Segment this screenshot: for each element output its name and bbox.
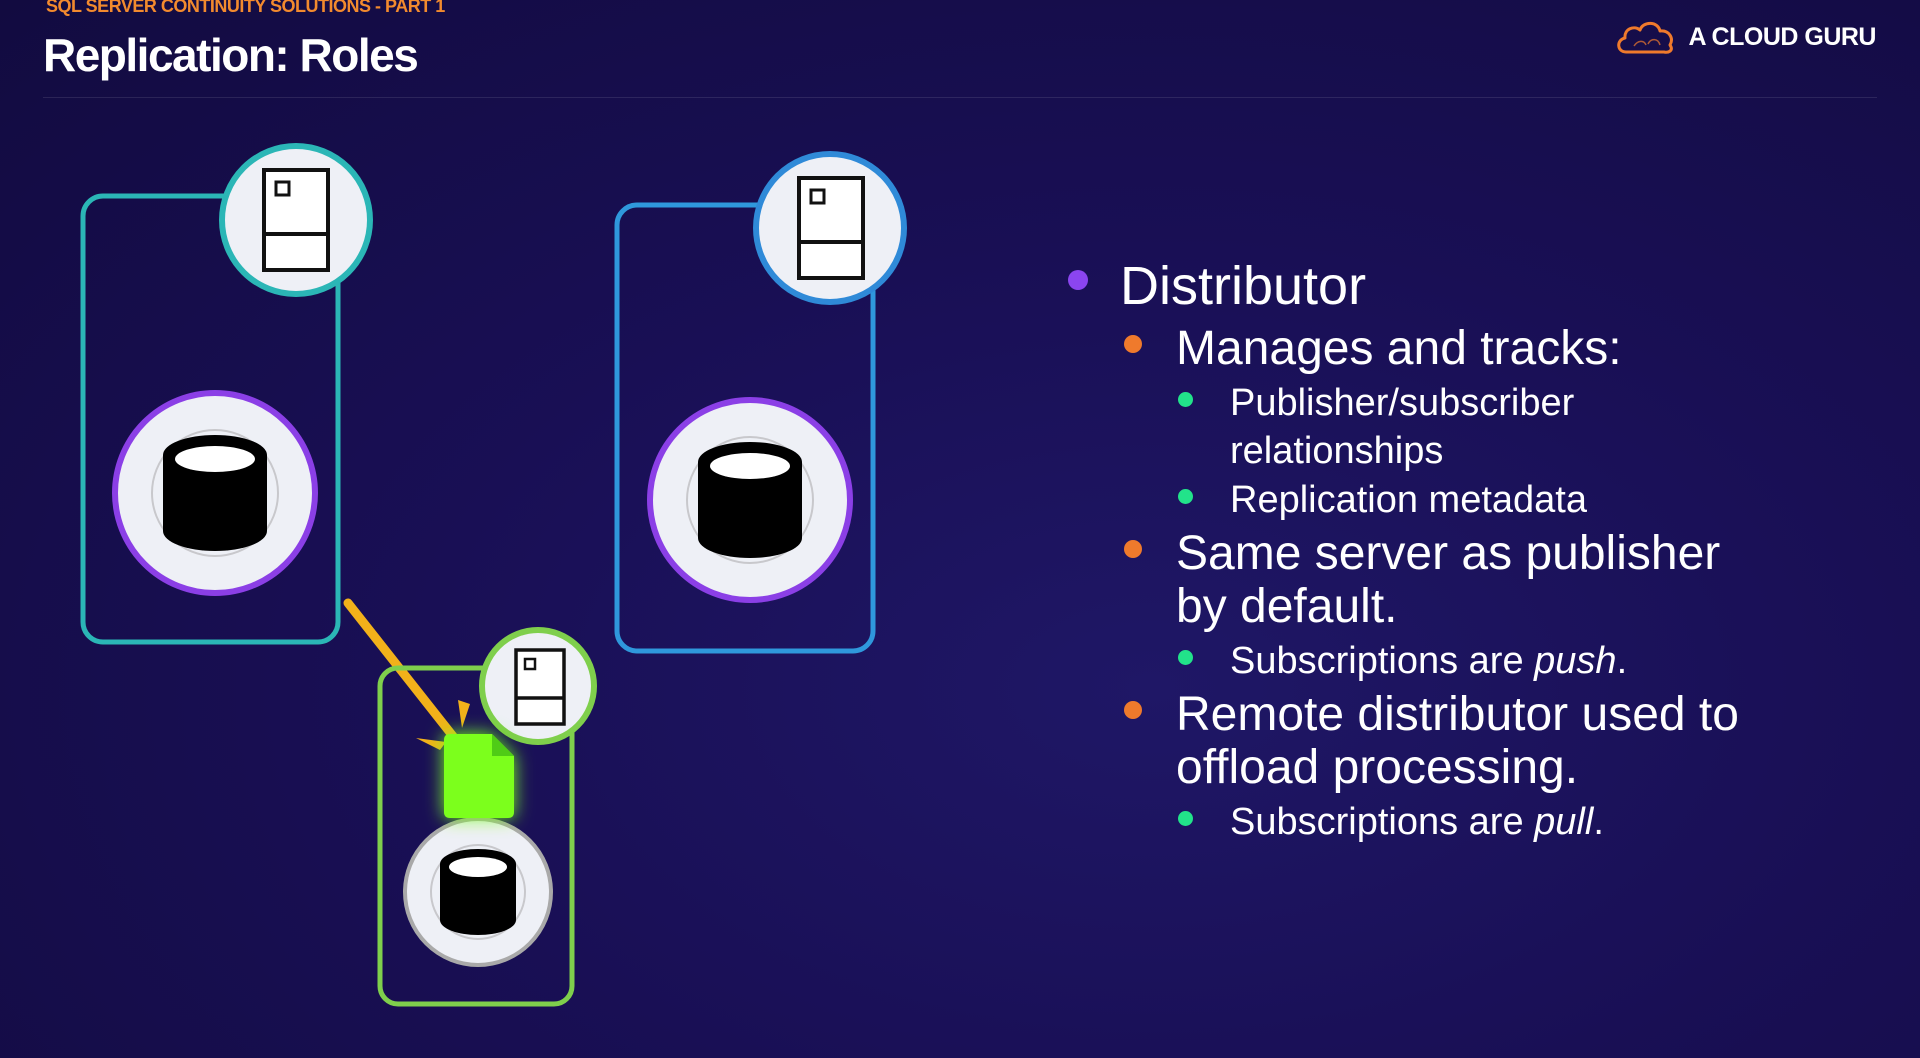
server-icon — [262, 168, 330, 272]
bullet-dot-icon — [1178, 650, 1193, 666]
bullet-push: Subscriptions are push. — [1068, 638, 1848, 686]
course-eyebrow: SQL SERVER CONTINUITY SOLUTIONS - PART 1 — [46, 0, 445, 16]
server-1-icon-badge — [219, 143, 373, 297]
bullet-dot-icon — [1124, 700, 1142, 719]
bullet-dot-icon — [1124, 335, 1142, 354]
server-2-frame — [614, 202, 876, 654]
brand-name: A CLOUD GURU — [1688, 22, 1876, 51]
bullet-metadata: Replication metadata — [1068, 477, 1848, 525]
database-icon — [163, 435, 267, 551]
spark-burst — [416, 700, 470, 750]
server-1 — [80, 143, 373, 645]
page-title: Replication: Roles — [43, 29, 419, 81]
cloud-logo-icon — [1617, 21, 1674, 54]
bullet-remote: Remote distributor used to offload proce… — [1068, 688, 1848, 796]
bullet-pull: Subscriptions are pull. — [1068, 799, 1848, 847]
server-icon — [514, 648, 566, 726]
bullet-same-server: Same server as publisher by default. — [1068, 527, 1848, 635]
bullet-manages: Manages and tracks: — [1068, 322, 1848, 376]
header-divider — [43, 97, 1877, 98]
bullet-dot-icon — [1178, 811, 1193, 827]
server-3 — [377, 627, 597, 1007]
server-2-icon-badge — [753, 151, 907, 305]
brand-logo: A CLOUD GURU — [1614, 18, 1876, 56]
server-3-database — [403, 817, 553, 967]
database-icon — [440, 849, 516, 935]
database-icon — [698, 442, 802, 558]
transfer-line — [343, 598, 461, 745]
bullet-dot-icon — [1068, 270, 1088, 290]
replication-diagram — [80, 143, 907, 1007]
bullet-relationships: Publisher/subscriber relationships — [1068, 380, 1848, 475]
file-icon — [444, 734, 514, 818]
server-2 — [614, 151, 907, 654]
bullet-dot-icon — [1178, 392, 1193, 408]
server-2-database — [647, 397, 853, 603]
server-3-frame — [377, 665, 575, 1007]
server-3-icon-badge — [479, 627, 597, 745]
bullet-dot-icon — [1124, 539, 1142, 558]
bullet-dot-icon — [1178, 489, 1193, 505]
bullet-distributor: Distributor — [1068, 256, 1848, 316]
server-1-frame — [80, 193, 341, 645]
bullet-list: Distributor Manages and tracks: Publishe… — [1068, 256, 1848, 849]
server-icon — [797, 176, 865, 280]
server-1-database — [112, 390, 318, 596]
